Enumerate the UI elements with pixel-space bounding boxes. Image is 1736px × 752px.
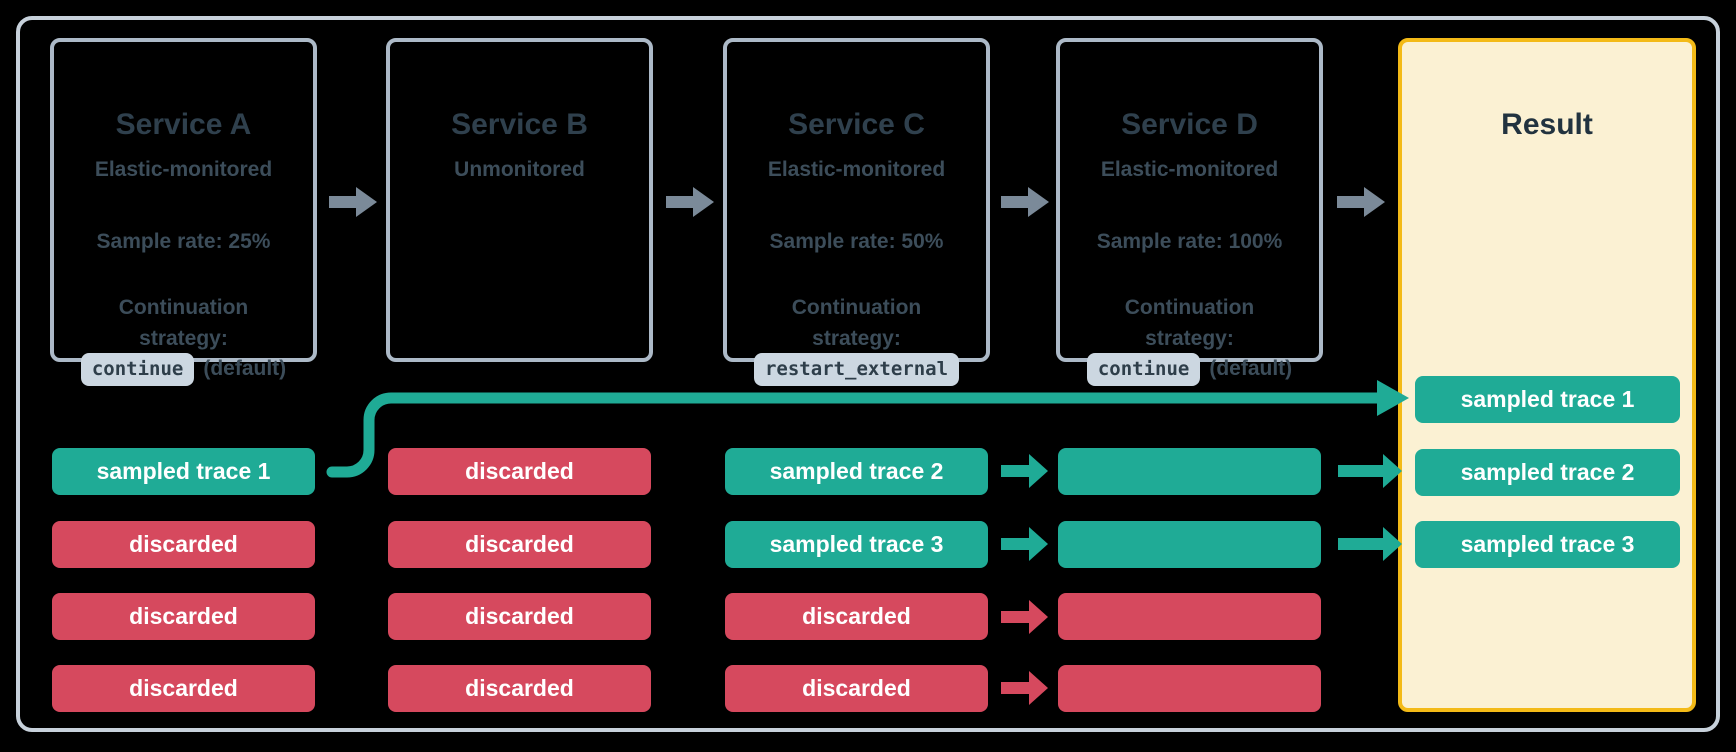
strategy-code-chip: continue [1086, 352, 1201, 386]
trace-bar-d-4 [1058, 665, 1321, 712]
trace-bar-a-1: sampled trace 1 [52, 448, 315, 495]
service-box-d: Service D Elastic-monitored Sample rate:… [1056, 38, 1323, 386]
result-bar-2: sampled trace 2 [1415, 449, 1680, 496]
service-c-sample-rate: Sample rate: 50% [769, 230, 944, 253]
flow-arrow-a-to-b [329, 187, 377, 217]
service-d-continuation-label: Continuation strategy: [1124, 296, 1255, 350]
trace-bar-c-4: discarded [725, 665, 988, 712]
trace-bar-d-2 [1058, 521, 1321, 568]
service-c-monitoring: Elastic-monitored [767, 158, 946, 181]
service-box-b: Service B Unmonitored [386, 38, 653, 362]
flow-arrow-d-to-result [1337, 187, 1385, 217]
strategy-code-chip: continue [80, 352, 195, 386]
service-box-c: Service C Elastic-monitored Sample rate:… [723, 38, 990, 386]
service-c-continuation-label: Continuation strategy: [791, 296, 922, 350]
service-box-a: Service A Elastic-monitored Sample rate:… [50, 38, 317, 386]
trace-bar-a-4: discarded [52, 665, 315, 712]
service-d-sample-rate: Sample rate: 100% [1096, 230, 1283, 253]
result-title: Result [1501, 108, 1593, 141]
strategy-default-note: (default) [203, 357, 287, 380]
row-arrow-c-d-2 [1001, 527, 1048, 561]
result-box: Result [1398, 38, 1696, 712]
service-a-continuation-label: Continuation strategy: [118, 296, 249, 350]
row-arrow-c-d-1 [1001, 454, 1048, 488]
result-bar-3: sampled trace 3 [1415, 521, 1680, 568]
trace-bar-a-2: discarded [52, 521, 315, 568]
trace-bar-d-3 [1058, 593, 1321, 640]
service-c-title: Service C [788, 108, 925, 141]
result-bar-1: sampled trace 1 [1415, 376, 1680, 423]
trace-bar-b-4: discarded [388, 665, 651, 712]
row-arrow-d-result-2 [1338, 527, 1402, 561]
flow-arrow-b-to-c [666, 187, 714, 217]
service-a-sample-rate: Sample rate: 25% [96, 230, 271, 253]
service-b-monitoring: Unmonitored [454, 158, 585, 181]
trace-bar-b-2: discarded [388, 521, 651, 568]
trace-bar-c-1: sampled trace 2 [725, 448, 988, 495]
row-arrow-c-d-4 [1001, 671, 1048, 705]
row-arrow-d-result-1 [1338, 454, 1402, 488]
service-b-title: Service B [451, 108, 588, 141]
service-d-title: Service D [1121, 108, 1258, 141]
service-a-monitoring: Elastic-monitored [94, 158, 273, 181]
strategy-code-chip: restart_external [753, 352, 960, 386]
trace-bar-a-3: discarded [52, 593, 315, 640]
trace-bar-c-3: discarded [725, 593, 988, 640]
service-d-monitoring: Elastic-monitored [1100, 158, 1279, 181]
trace-bar-d-1 [1058, 448, 1321, 495]
flow-arrow-c-to-d [1001, 187, 1049, 217]
row-arrow-c-d-3 [1001, 600, 1048, 634]
service-a-title: Service A [115, 108, 252, 141]
trace-bar-c-2: sampled trace 3 [725, 521, 988, 568]
strategy-default-note: (default) [1209, 357, 1293, 380]
trace-bar-b-1: discarded [388, 448, 651, 495]
diagram-outer-frame [16, 16, 1720, 732]
trace-bar-b-3: discarded [388, 593, 651, 640]
